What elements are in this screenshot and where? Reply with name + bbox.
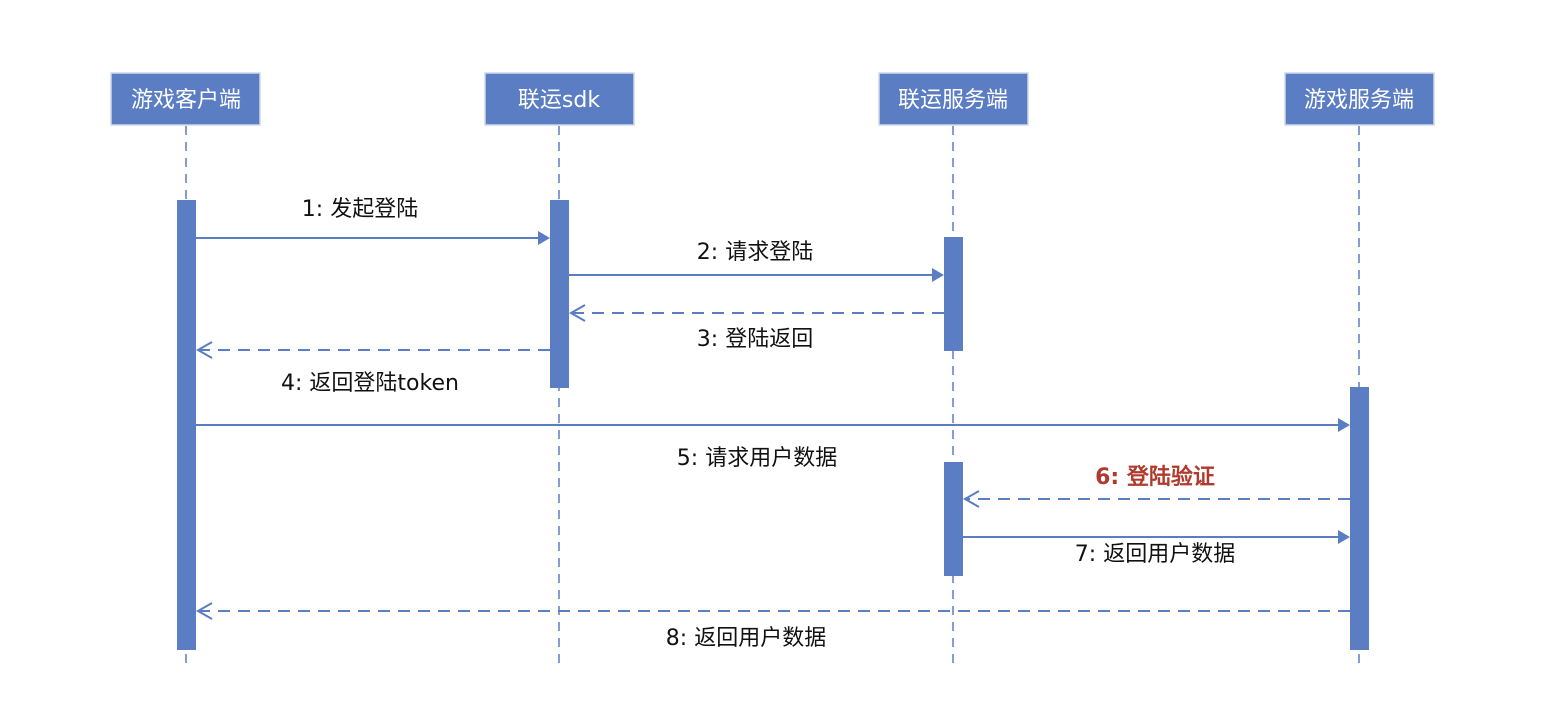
participant-label: 联运sdk bbox=[518, 88, 600, 113]
message-7-arrow bbox=[963, 530, 1350, 544]
arrowhead-open-icon bbox=[962, 490, 980, 508]
message-3-arrow bbox=[568, 304, 944, 322]
participant-label: 游戏服务端 bbox=[1304, 88, 1414, 113]
participant-game-server: 游戏服务端 bbox=[1284, 72, 1435, 126]
message-4-arrow bbox=[195, 341, 550, 359]
message-8-label: 8: 返回用户数据 bbox=[666, 626, 826, 651]
message-1-label: 1: 发起登陆 bbox=[302, 197, 418, 222]
arrowhead-filled-icon bbox=[932, 268, 944, 282]
arrowhead-filled-icon bbox=[538, 231, 550, 245]
activation-union-server-2 bbox=[944, 462, 963, 576]
participant-union-server: 联运服务端 bbox=[878, 72, 1029, 126]
message-2-arrow bbox=[569, 268, 944, 282]
message-4-label: 4: 返回登陆token bbox=[281, 371, 459, 396]
arrowhead-filled-icon bbox=[1338, 530, 1350, 544]
arrowhead-open-icon bbox=[195, 341, 213, 359]
arrowhead-open-icon bbox=[195, 602, 213, 620]
message-8-arrow bbox=[195, 602, 1350, 620]
message-5-label: 5: 请求用户数据 bbox=[677, 446, 837, 471]
participant-sdk: 联运sdk bbox=[484, 72, 635, 126]
message-5-arrow bbox=[196, 418, 1350, 432]
participant-label: 游戏客户端 bbox=[131, 88, 241, 113]
message-3-label: 3: 登陆返回 bbox=[697, 327, 813, 352]
message-2-label: 2: 请求登陆 bbox=[697, 240, 813, 265]
message-6-arrow bbox=[962, 490, 1350, 508]
activation-game-server bbox=[1350, 387, 1369, 650]
participant-game-client: 游戏客户端 bbox=[110, 72, 261, 126]
participant-label: 联运服务端 bbox=[898, 88, 1008, 113]
activation-union-server-1 bbox=[944, 237, 963, 351]
message-6-label: 6: 登陆验证 bbox=[1095, 464, 1215, 490]
message-7-label: 7: 返回用户数据 bbox=[1075, 542, 1235, 567]
arrowhead-open-icon bbox=[568, 304, 586, 322]
arrowhead-filled-icon bbox=[1338, 418, 1350, 432]
activation-sdk bbox=[550, 200, 569, 388]
message-1-arrow bbox=[196, 231, 550, 245]
activation-game-client bbox=[177, 200, 196, 650]
